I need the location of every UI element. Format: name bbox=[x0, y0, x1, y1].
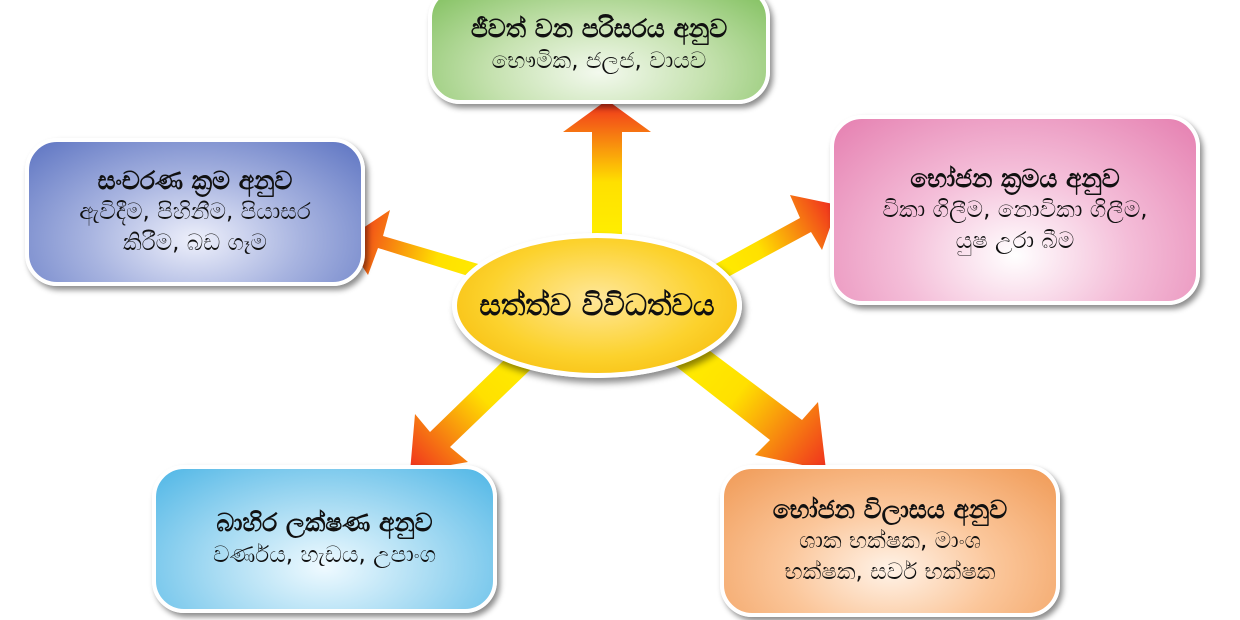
box-feeding-method-title: භෝජන ක්‍රමය අනුව bbox=[910, 163, 1120, 193]
box-feeding-method-line-2: යුෂ උරා බීම bbox=[955, 228, 1075, 255]
box-diet-line-1: ශාක භක්ෂක, මාංශ bbox=[798, 528, 982, 555]
arrow-right bbox=[690, 195, 838, 292]
box-diet: භෝජන විලාසය අනුව ශාක භක්ෂක, මාංශ භක්ෂක, … bbox=[720, 465, 1060, 617]
center-label: සත්ත්ව විවිධත්වය bbox=[479, 288, 715, 323]
box-habitat-line-1: භෞමික, ජලජ, වායව bbox=[491, 47, 707, 74]
box-locomotion: සංචරණ ක්‍රම අනුව ඇවිදීම, පිහිනීම, පියාසර… bbox=[25, 138, 365, 286]
box-diet-line-2: භක්ෂක, සර්ව භක්ෂක bbox=[784, 559, 996, 586]
box-diet-title: භෝජන විලාසය අනුව bbox=[772, 494, 1008, 524]
box-locomotion-line-2: කිරීම, බඩ ගෑම bbox=[123, 230, 267, 257]
box-habitat: ජීවත් වන පරිසරය අනුව භෞමික, ජලජ, වායව bbox=[428, 0, 770, 104]
arrow-up bbox=[563, 100, 651, 255]
box-habitat-title: ජීවත් වන පරිසරය අනුව bbox=[470, 14, 728, 44]
arrow-bottom-right bbox=[650, 330, 826, 470]
box-external-features-title: බාහිර ලක්ෂණ අනුව bbox=[216, 508, 433, 538]
box-locomotion-line-1: ඇවිදීම, පිහිනීම, පියාසර bbox=[79, 199, 311, 226]
box-locomotion-title: සංචරණ ක්‍රම අනුව bbox=[97, 165, 293, 195]
box-feeding-method-line-1: විකා ගිලීම, නොවිකා ගිලීම, bbox=[882, 197, 1148, 224]
box-external-features: බාහිර ලක්ෂණ අනුව වර්ණය, හැඩය, උපාංග bbox=[152, 465, 497, 613]
box-external-features-line-1: වර්ණය, හැඩය, උපාංග bbox=[212, 541, 437, 568]
center-ellipse: සත්ත්ව විවිධත්වය bbox=[452, 233, 742, 378]
box-feeding-method: භෝජන ක්‍රමය අනුව විකා ගිලීම, නොවිකා ගිලී… bbox=[830, 115, 1200, 305]
